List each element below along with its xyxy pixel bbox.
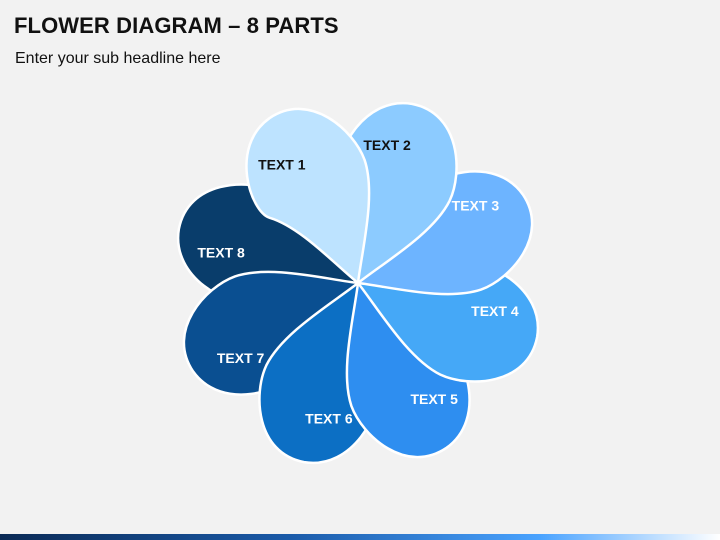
petal-group xyxy=(176,101,540,465)
petal-1 xyxy=(245,107,371,285)
petal-5-label: TEXT 5 xyxy=(410,391,458,407)
petal-7-label: TEXT 7 xyxy=(217,350,265,366)
petal-1-label: TEXT 1 xyxy=(258,156,306,172)
page-subtitle: Enter your sub headline here xyxy=(15,50,221,67)
petal-6-label: TEXT 6 xyxy=(305,411,353,427)
bottom-gradient-band xyxy=(0,534,720,540)
petal-8-label: TEXT 8 xyxy=(197,245,245,261)
petal-2-label: TEXT 2 xyxy=(363,137,411,153)
page-title: FLOWER DIAGRAM – 8 PARTS xyxy=(14,13,339,38)
petal-3-label: TEXT 3 xyxy=(452,198,500,214)
petal-4-label: TEXT 4 xyxy=(471,303,519,319)
